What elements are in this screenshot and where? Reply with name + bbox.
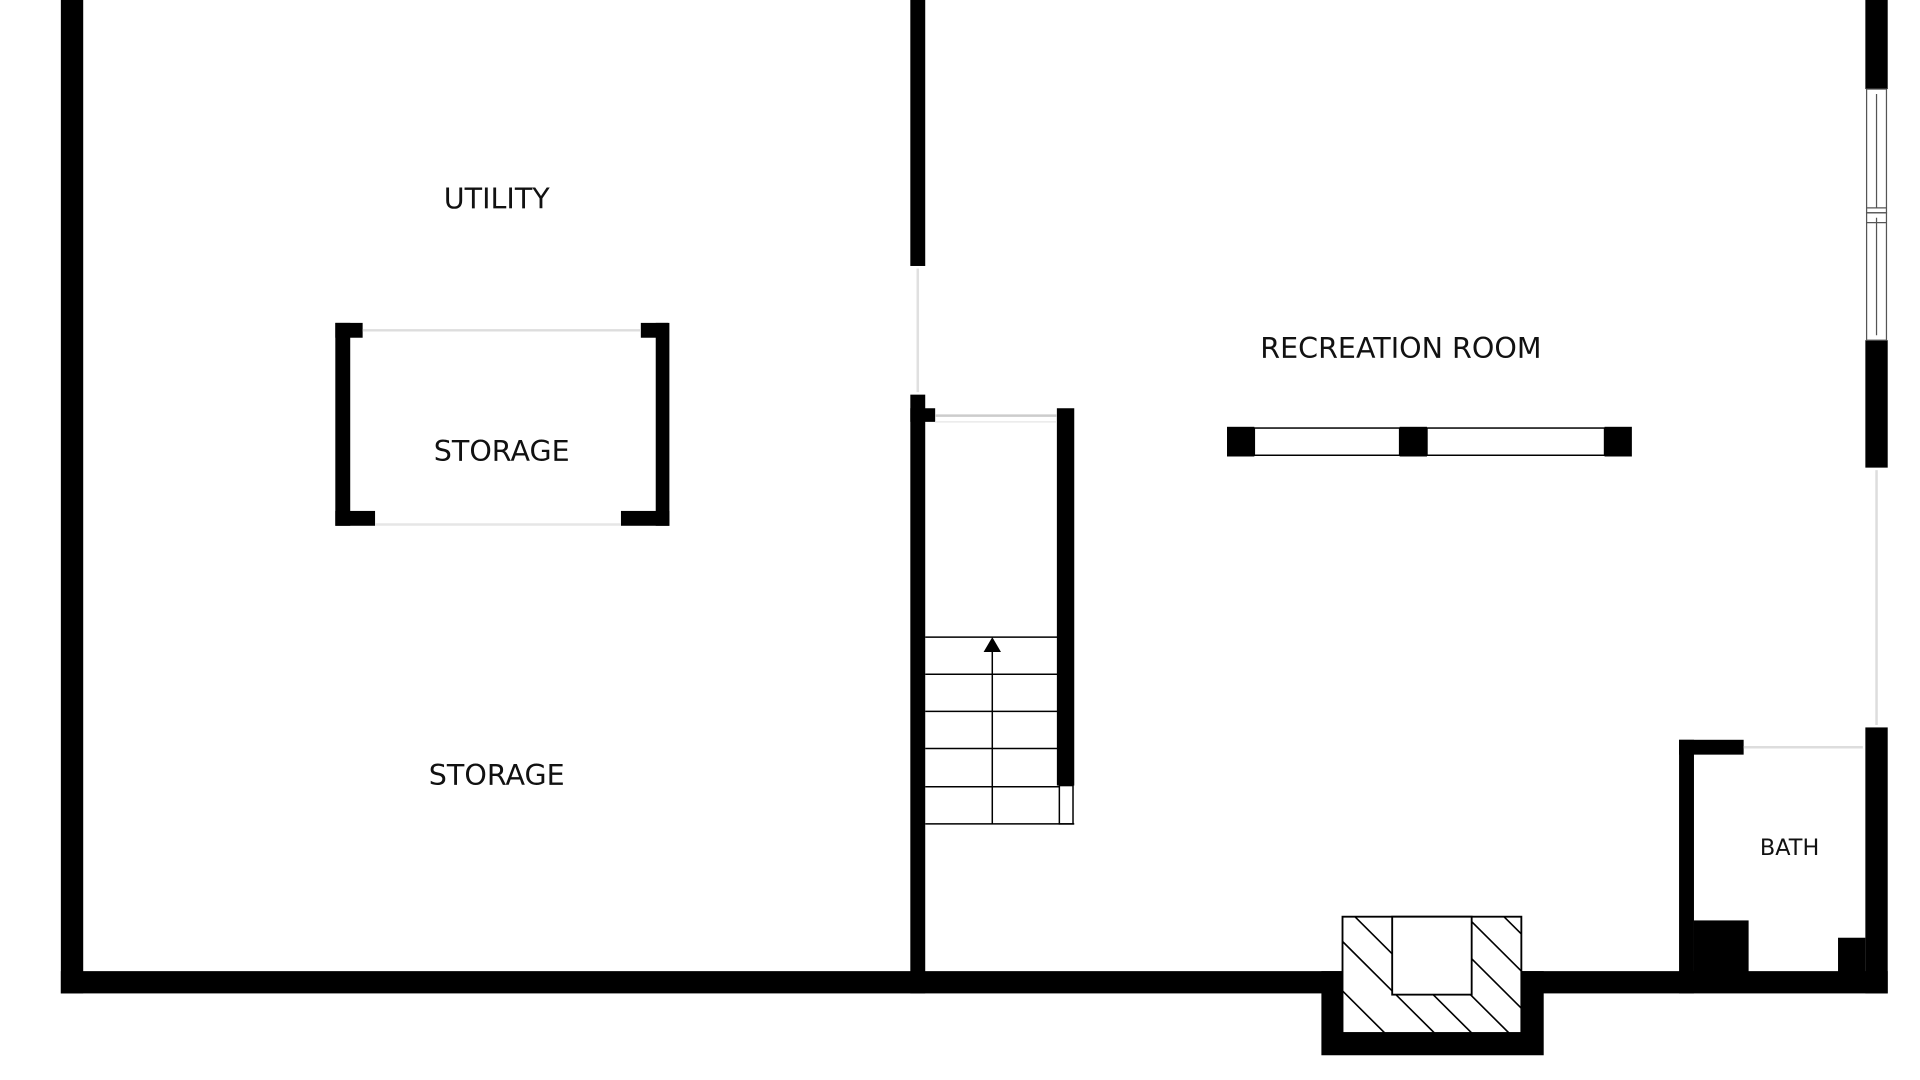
- right-wall-upper: [1865, 0, 1888, 90]
- window-2: [1865, 212, 1888, 341]
- left-wall: [60, 0, 84, 994]
- right-wall-lower: [1865, 727, 1888, 994]
- stair-enclosure: [935, 408, 1075, 825]
- right-windows: [1865, 88, 1888, 341]
- center-wall-upper: [910, 0, 926, 266]
- stair-up-arrow-icon: [983, 637, 1001, 652]
- bottom-wall: [60, 971, 1888, 994]
- room-label-storage-closet: STORAGE: [434, 435, 570, 468]
- right-wall-middle: [1865, 340, 1888, 468]
- center-wall: [910, 0, 936, 994]
- storage-closet-walls: [335, 322, 670, 526]
- recreation-partition: [1227, 426, 1632, 457]
- room-label-utility: UTILITY: [444, 182, 551, 215]
- fireplace: [1321, 915, 1544, 1056]
- room-label-bath: BATH: [1760, 835, 1819, 861]
- stairs: [925, 636, 1075, 825]
- room-label-recreation-room: RECREATION ROOM: [1260, 332, 1541, 365]
- firebox: [1391, 915, 1473, 996]
- bath-walls: [1679, 739, 1866, 994]
- center-wall-cap: [910, 408, 936, 422]
- center-wall-lower: [910, 394, 926, 994]
- room-label-storage: STORAGE: [429, 759, 565, 792]
- outer-walls: [60, 0, 1888, 994]
